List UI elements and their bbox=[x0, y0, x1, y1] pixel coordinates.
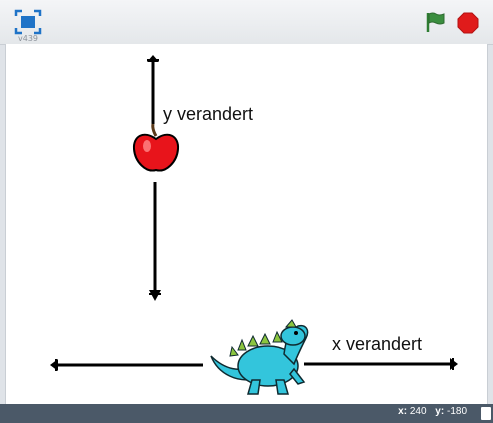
player-header: v439 bbox=[0, 0, 493, 45]
stop-button[interactable] bbox=[457, 12, 479, 34]
y-coord-value: -180 bbox=[446, 406, 467, 417]
x-coord-label: x: bbox=[398, 406, 408, 417]
dinosaur-sprite[interactable] bbox=[210, 319, 309, 395]
green-flag-button[interactable] bbox=[425, 11, 447, 33]
up-arrow bbox=[147, 55, 159, 124]
down-arrow bbox=[149, 182, 161, 301]
green-flag-icon bbox=[426, 12, 445, 32]
version-label: v439 bbox=[18, 34, 39, 43]
y-coord-label: y: bbox=[435, 406, 445, 417]
y-changes-label: y verandert bbox=[163, 104, 254, 124]
left-arrow bbox=[50, 359, 203, 371]
stage[interactable]: y verandert x verandert bbox=[5, 44, 488, 404]
mouse-coordinates: x: 240 y: -180 bbox=[398, 406, 473, 417]
fullscreen-button[interactable] bbox=[14, 9, 42, 35]
status-bar: x: 240 y: -180 bbox=[0, 404, 493, 423]
stage-drawing bbox=[50, 55, 458, 395]
fullscreen-icon bbox=[14, 9, 42, 35]
x-coord-value: 240 bbox=[409, 406, 427, 417]
apple-sprite[interactable] bbox=[132, 123, 180, 172]
right-arrow bbox=[304, 358, 458, 370]
stop-sign-icon bbox=[457, 12, 479, 34]
x-changes-label: x verandert bbox=[332, 334, 423, 354]
resize-handle[interactable] bbox=[481, 407, 491, 420]
